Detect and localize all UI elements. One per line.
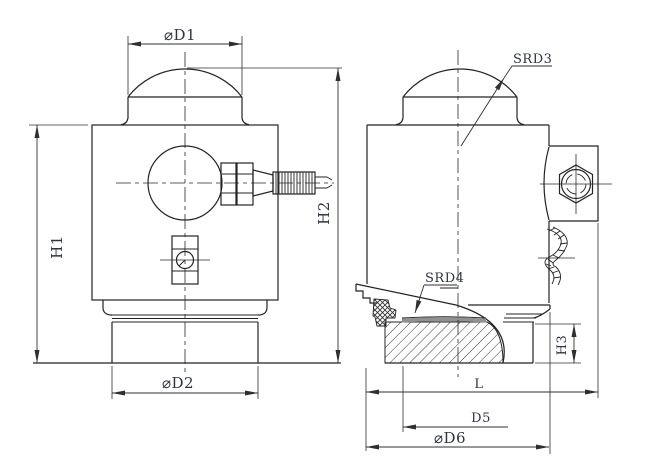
dim-d6: ⌀D6 — [366, 312, 551, 454]
dim-label-h3: H3 — [555, 335, 570, 356]
dim-label-d5: D5 — [471, 411, 491, 426]
cable-boot — [538, 226, 575, 286]
spherical-seat-arc — [455, 304, 505, 364]
dim-d1: ⌀D1 — [127, 26, 243, 95]
section-hatch — [384, 321, 504, 364]
dim-h3: H3 — [535, 323, 581, 364]
dim-label-srd4: SRD4 — [425, 271, 464, 286]
cable-gland — [220, 162, 333, 206]
load-button-dome — [120, 68, 250, 126]
dim-h2: H2 — [187, 67, 342, 363]
mounting-boss — [540, 145, 612, 222]
flange-lip-steps — [355, 284, 377, 304]
dim-label-srd3: SRD3 — [513, 52, 552, 67]
cone-bottom-edge — [355, 283, 457, 306]
front-view — [33, 52, 341, 376]
dim-label-d1: ⌀D1 — [164, 26, 196, 44]
base-pedestal-side — [385, 304, 551, 364]
side-view — [355, 50, 612, 377]
dim-label-h2: H2 — [315, 201, 333, 225]
sectioned-base — [355, 283, 551, 364]
cable-tail — [315, 176, 333, 189]
dim-d5: D5 — [402, 366, 508, 432]
hex-bolt — [540, 154, 612, 214]
dim-h1: H1 — [29, 124, 88, 363]
dim-label-h1: H1 — [48, 235, 66, 259]
dim-d2: ⌀D2 — [111, 366, 259, 399]
dim-srd4: SRD4 — [414, 271, 464, 314]
rubber-seal — [372, 298, 397, 327]
dim-label-d6: ⌀D6 — [434, 429, 466, 447]
dim-srd3: SRD3 — [460, 52, 552, 147]
seat-band — [401, 317, 487, 323]
dim-l: L — [365, 223, 599, 451]
dim-label-l: L — [474, 377, 483, 392]
dimensions: ⌀D1 H1 ⌀D2 H2 SRD3 SRD4 — [29, 26, 599, 454]
dim-label-d2: ⌀D2 — [162, 374, 194, 392]
